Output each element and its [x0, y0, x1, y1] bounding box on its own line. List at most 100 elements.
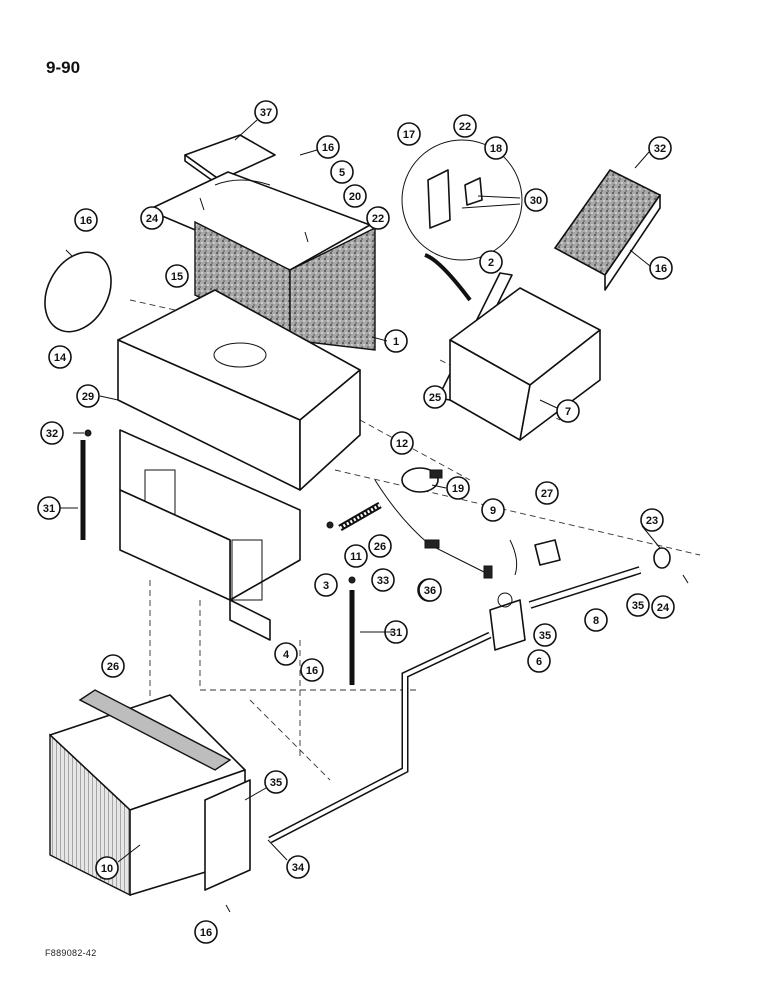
svg-text:35: 35: [270, 777, 282, 789]
callout: 29: [76, 384, 100, 408]
callout: 16: [74, 208, 98, 232]
callout: 18: [484, 136, 508, 160]
callout: 35: [626, 593, 650, 617]
callout: 31: [37, 496, 61, 520]
svg-text:16: 16: [306, 665, 318, 677]
coolant-line: [268, 631, 492, 844]
callout: 19: [446, 476, 470, 500]
callout: 17: [397, 122, 421, 146]
callout: 3: [314, 573, 338, 597]
callout: 26: [368, 534, 392, 558]
filter-cover-7: [449, 287, 601, 441]
callout: 1: [384, 329, 408, 353]
svg-text:37: 37: [260, 107, 272, 119]
svg-text:24: 24: [146, 213, 159, 225]
callout: 34: [286, 855, 310, 879]
callout: 16: [316, 135, 340, 159]
callout: 31: [384, 620, 408, 644]
svg-text:16: 16: [200, 927, 212, 939]
cover-pad-36: [184, 134, 276, 187]
svg-text:12: 12: [396, 438, 408, 450]
svg-text:1: 1: [393, 336, 399, 348]
callout: 32: [40, 421, 64, 445]
callout: 9: [481, 498, 505, 522]
callout: 16: [649, 256, 673, 280]
svg-text:30: 30: [530, 195, 542, 207]
callout: 15: [165, 264, 189, 288]
callout: 6: [527, 649, 551, 673]
callout: 5: [330, 160, 354, 184]
svg-text:8: 8: [593, 615, 599, 627]
callout: 25: [423, 385, 447, 409]
callout: 36: [418, 578, 442, 602]
callout: 22: [366, 206, 390, 230]
svg-text:15: 15: [171, 271, 183, 283]
callout: 37: [254, 100, 278, 124]
callout: 14: [48, 345, 72, 369]
callout: 16: [194, 920, 218, 944]
callout: 26: [101, 654, 125, 678]
fasteners: [65, 197, 689, 913]
callout: 30: [524, 188, 548, 212]
svg-text:17: 17: [403, 129, 415, 141]
svg-text:29: 29: [82, 391, 94, 403]
callout: 35: [533, 623, 557, 647]
wiring-37: [374, 479, 493, 579]
svg-text:24: 24: [657, 602, 670, 614]
svg-text:5: 5: [339, 167, 345, 179]
page-number: 9-90: [46, 58, 81, 77]
svg-text:32: 32: [46, 428, 58, 440]
callout: 23: [640, 508, 664, 532]
svg-text:10: 10: [101, 863, 113, 875]
svg-text:19: 19: [452, 483, 464, 495]
filter-element-1: [194, 220, 376, 351]
svg-text:35: 35: [632, 600, 644, 612]
svg-text:25: 25: [429, 392, 441, 404]
svg-text:20: 20: [349, 191, 361, 203]
seal-26: [78, 689, 232, 771]
svg-text:33: 33: [377, 575, 389, 587]
callout: 10: [95, 856, 119, 880]
svg-text:22: 22: [372, 213, 384, 225]
svg-text:9: 9: [490, 505, 496, 517]
svg-text:16: 16: [80, 215, 92, 227]
leader-lines: [60, 119, 661, 863]
sensor-9: [509, 539, 518, 576]
pipe-8: [528, 566, 642, 609]
svg-text:18: 18: [490, 143, 502, 155]
svg-text:11: 11: [350, 551, 362, 563]
callout: 7: [556, 399, 580, 423]
svg-text:35: 35: [539, 630, 551, 642]
heater-core-10: [49, 694, 251, 897]
callout: 4: [274, 642, 298, 666]
switch-27: [534, 539, 561, 566]
gasket-11: [44, 251, 112, 333]
svg-text:4: 4: [283, 649, 290, 661]
callout: 32: [648, 136, 672, 160]
valve-6: [489, 592, 526, 651]
document-code: F889082-42: [45, 948, 97, 958]
svg-text:31: 31: [43, 503, 55, 515]
svg-text:26: 26: [374, 541, 386, 553]
svg-text:3: 3: [323, 580, 329, 592]
callout: 24: [140, 206, 164, 230]
svg-text:32: 32: [654, 143, 666, 155]
callout: 2: [479, 250, 503, 274]
heater-housing-30: [117, 289, 361, 641]
callout: 33: [371, 568, 395, 592]
svg-text:34: 34: [292, 862, 305, 874]
svg-text:31: 31: [390, 627, 402, 639]
filter-12-33: [553, 168, 662, 291]
svg-text:7: 7: [565, 406, 571, 418]
svg-text:16: 16: [322, 142, 334, 154]
svg-text:36: 36: [424, 585, 436, 597]
clamp-21: [653, 547, 671, 569]
callout: 11: [344, 544, 368, 568]
svg-text:27: 27: [541, 488, 553, 500]
callout: 27: [535, 481, 559, 505]
motor-14: [401, 467, 443, 493]
callout: 35: [264, 770, 288, 794]
callout: 22: [453, 114, 477, 138]
hose-23: [338, 501, 382, 532]
